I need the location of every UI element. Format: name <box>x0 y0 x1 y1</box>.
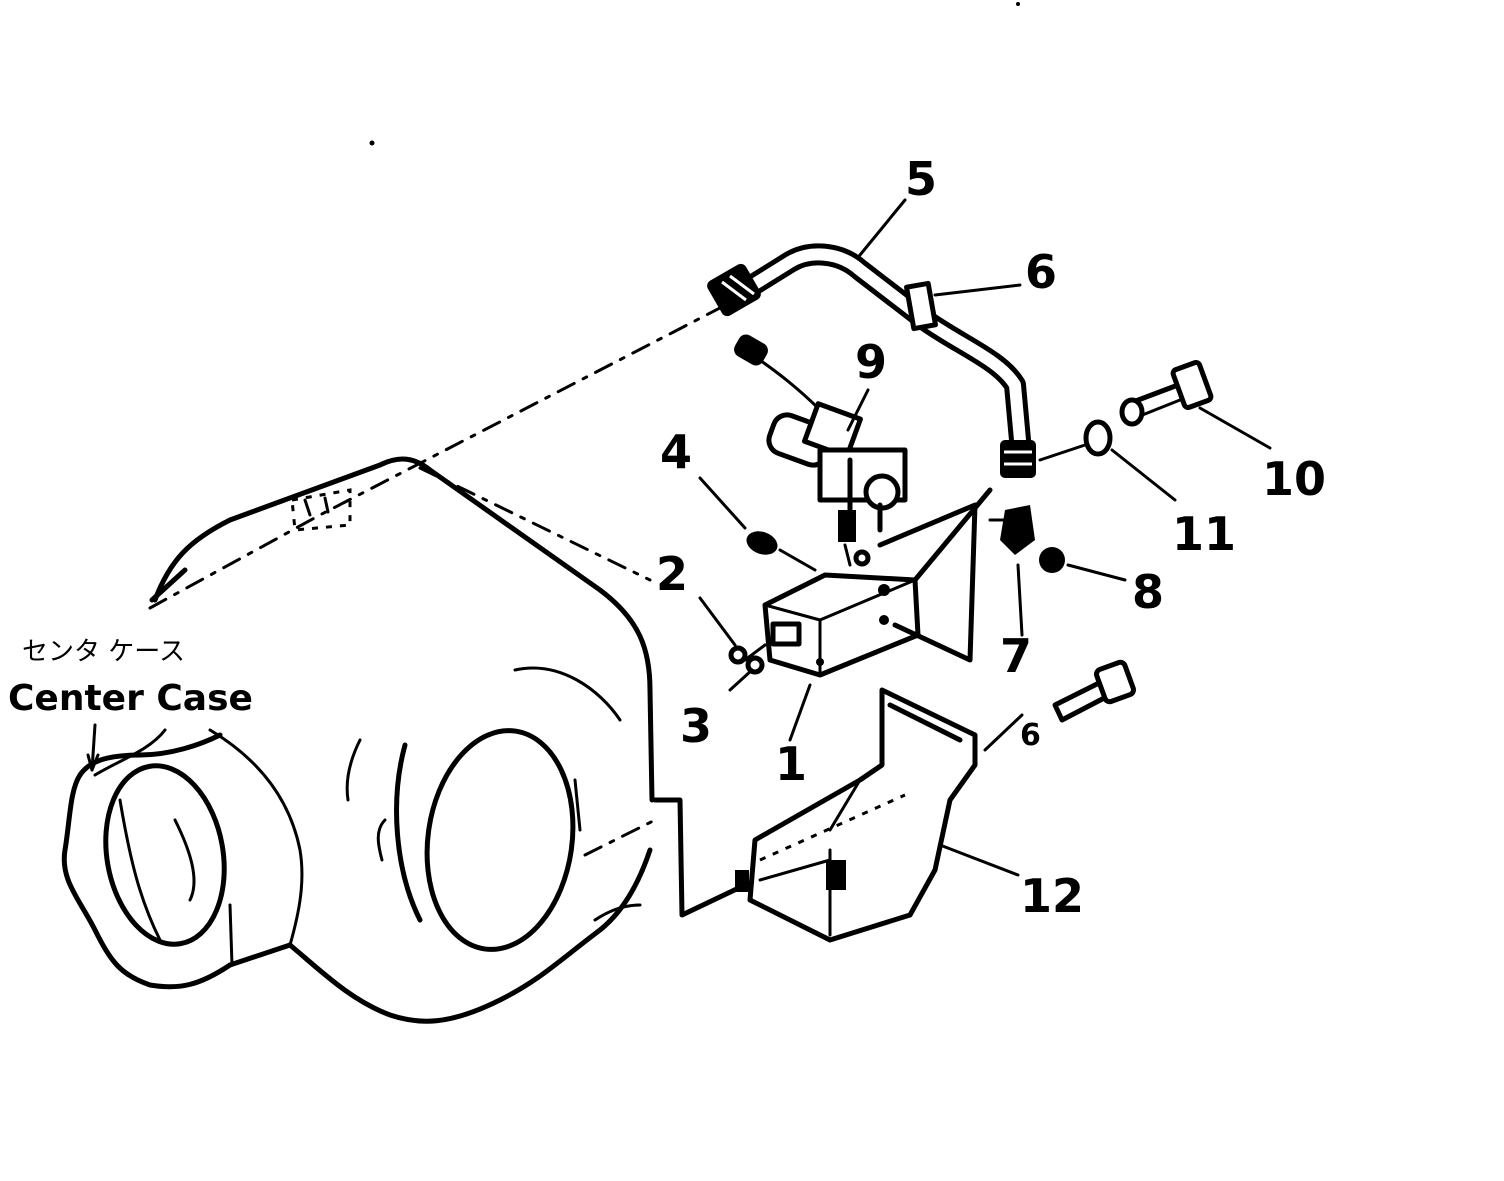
callout-10: 10 <box>1262 452 1326 506</box>
center-case-housing <box>61 293 748 1024</box>
callout-6: 6 <box>1025 245 1057 299</box>
pipe-assembly <box>707 243 1036 478</box>
callout-2: 2 <box>656 547 688 601</box>
valve-block-1 <box>762 487 993 678</box>
callout-9: 9 <box>855 335 887 389</box>
callout-8: 8 <box>1132 565 1164 619</box>
bracket-12 <box>735 687 978 943</box>
leader-lines <box>698 198 1272 877</box>
callout-1: 1 <box>775 737 807 791</box>
callout-5: 5 <box>905 152 937 206</box>
callout-numbers: 1 2 3 4 5 6 7 8 9 10 11 12 6 <box>656 152 1326 923</box>
callout-12: 12 <box>1020 869 1084 923</box>
callout-11: 11 <box>1172 507 1236 561</box>
callout-6-lower: 6 <box>1020 718 1041 753</box>
callout-7: 7 <box>1000 629 1032 683</box>
center-case-label-jp: センタ ケース <box>22 637 185 667</box>
callout-4: 4 <box>660 425 692 479</box>
small-parts <box>728 360 1214 723</box>
callout-3: 3 <box>680 699 712 753</box>
switch-valve-9 <box>734 334 908 567</box>
center-case-label: Center Case <box>8 678 253 719</box>
